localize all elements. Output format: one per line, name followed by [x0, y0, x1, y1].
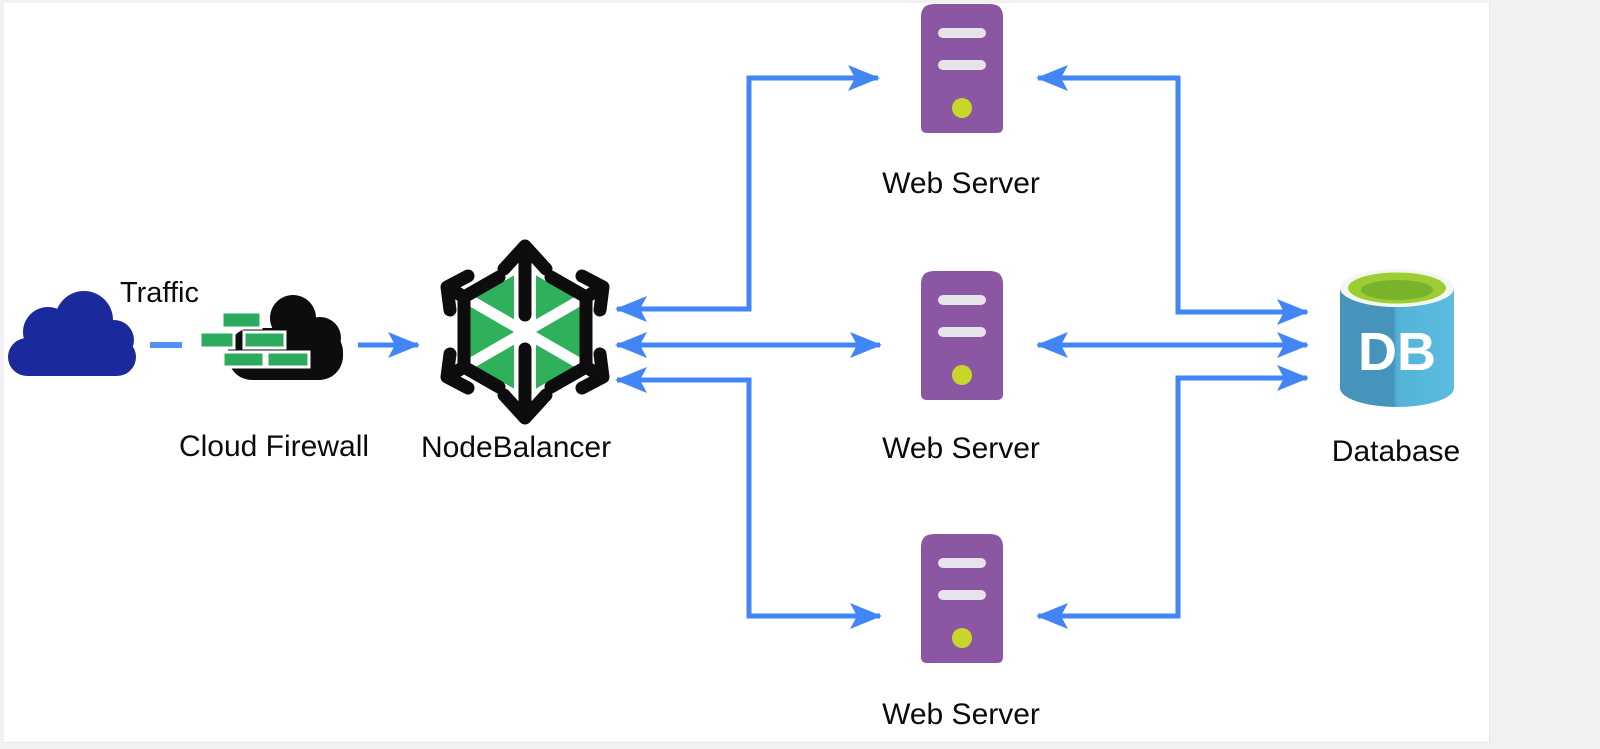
traffic-label: Traffic — [120, 277, 199, 309]
traffic-cloud-icon — [8, 291, 136, 376]
database-icon: DB — [1340, 269, 1454, 407]
web-server-3-label: Web Server — [882, 698, 1040, 731]
cloud-firewall-icon — [198, 295, 343, 380]
web-server-2-label: Web Server — [882, 432, 1040, 465]
arrow-webserver3-database — [1036, 365, 1309, 629]
database-label: Database — [1331, 435, 1461, 468]
arrow-nodebalancer-webserver3 — [615, 367, 882, 629]
web-server-3-icon — [921, 534, 1003, 663]
nodebalancer-label: NodeBalancer — [420, 431, 612, 464]
arrow-webserver1-database — [1036, 65, 1309, 325]
web-server-1-icon — [921, 4, 1003, 133]
cloud-firewall-label: Cloud Firewall — [178, 430, 370, 463]
arrow-nodebalancer-webserver1 — [615, 65, 880, 322]
db-icon-text: DB — [1358, 322, 1436, 382]
nodebalancer-icon — [440, 239, 610, 424]
web-server-2-icon — [921, 271, 1003, 400]
web-server-1-label: Web Server — [882, 167, 1040, 200]
